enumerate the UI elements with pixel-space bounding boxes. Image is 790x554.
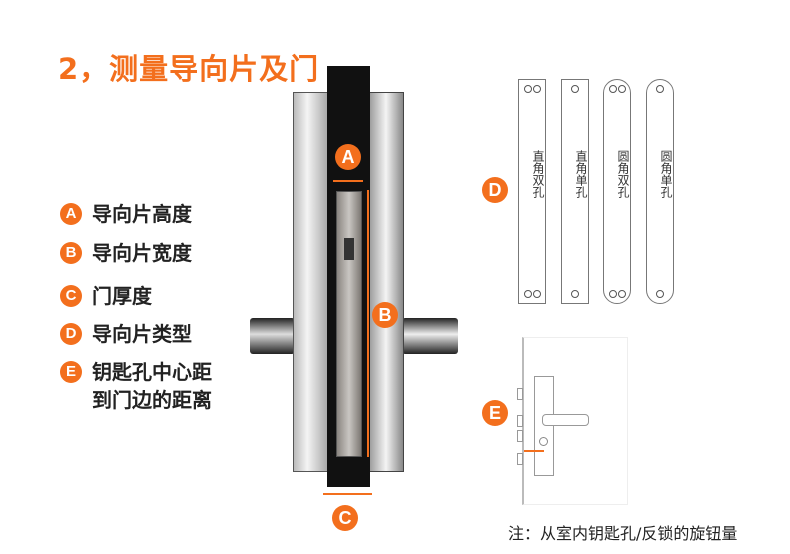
marker-c: C [332, 505, 358, 531]
legend-text: 导向片类型 [92, 322, 192, 346]
note-text: 注：从室内钥匙孔/反锁的旋钮量 [508, 524, 738, 543]
dimension-c-bar [323, 493, 372, 495]
handle-lever [542, 414, 589, 426]
legend-item-d: D 导向片类型 [60, 320, 192, 348]
plate-label: 直角双孔 [531, 150, 545, 198]
plate-label: 直角单孔 [574, 150, 588, 198]
legend-item-a: A 导向片高度 [60, 200, 192, 228]
bolt [517, 453, 523, 465]
handle-plate [534, 376, 554, 476]
plate-label: 圆角单孔 [659, 150, 673, 198]
legend-text: 导向片高度 [92, 202, 192, 226]
right-lock-body [368, 92, 404, 472]
lock-illustration [240, 60, 470, 510]
badge-b: B [60, 242, 82, 264]
marker-d: D [482, 177, 508, 203]
bolt [517, 415, 523, 427]
faceplate [336, 191, 362, 457]
legend-item-c: C 门厚度 [60, 282, 152, 310]
plate-round-double: 圆角双孔 [603, 79, 631, 304]
page-title: 2，测量导向片及门 [58, 52, 320, 86]
badge-e: E [60, 361, 82, 383]
plate-square-double: 直角双孔 [518, 79, 546, 304]
door-diagram [517, 337, 628, 505]
keyhole-icon [539, 437, 548, 446]
badge-d: D [60, 323, 82, 345]
dimension-b-bar [367, 190, 369, 457]
legend-text: 导向片宽度 [92, 241, 192, 265]
marker-a: A [335, 144, 361, 170]
plate-round-single: 圆角单孔 [646, 79, 674, 304]
latch [344, 238, 354, 260]
dimension-a-bar [333, 180, 363, 182]
marker-b: B [372, 302, 398, 328]
marker-e: E [482, 400, 508, 426]
left-lock-body [293, 92, 328, 472]
legend-item-b: B 导向片宽度 [60, 239, 192, 267]
legend-text: 门厚度 [92, 284, 152, 308]
legend-text-2: 到门边的距离 [92, 388, 212, 412]
legend-item-e: E 钥匙孔中心距到门边的距离 [60, 358, 212, 414]
left-handle [250, 318, 295, 354]
bolt [517, 388, 523, 400]
legend-text: 钥匙孔中心距 [92, 360, 212, 384]
badge-c: C [60, 285, 82, 307]
badge-a: A [60, 203, 82, 225]
right-handle [402, 318, 458, 354]
dimension-e-bar [524, 450, 544, 452]
plate-square-single: 直角单孔 [561, 79, 589, 304]
bolt [517, 430, 523, 442]
plate-label: 圆角双孔 [616, 150, 630, 198]
